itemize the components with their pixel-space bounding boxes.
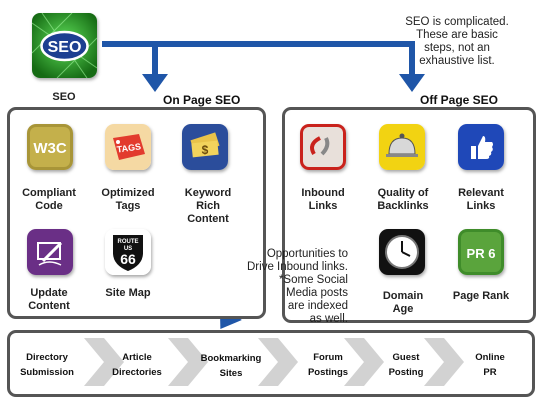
flow-step-online-pr: Online PR [475,352,505,378]
seo-logo-icon: SEO [32,13,97,78]
off-page-heading: Off Page SEO [420,93,499,107]
quality-backlinks-label: Quality of Backlinks [377,187,429,212]
tag-badge-text: TAGS [116,141,141,154]
flow-step-bookmarking: Bookmarking Sites [200,353,262,379]
domain-age-label: Domain Age [382,290,424,315]
opportunity-note: Opportunities to Drive Inbound links. *S… [247,248,348,325]
pagerank-badge-text: PR 6 [467,246,496,261]
seo-logo-label: SEO [52,91,76,103]
flow-chevrons [84,338,464,386]
money-icon: $ [182,124,228,170]
site-map-label: Site Map [105,287,151,299]
compliant-code-label: Compliant Code [22,187,76,212]
flow-step-forum: Forum Postings [307,352,349,378]
w3c-icon: W3C [27,124,73,170]
flow-step-article: Article Directories [112,352,162,378]
on-page-heading: On Page SEO [163,93,241,107]
seo-logo-text: SEO [48,39,82,56]
intro-note: SEO is complicated. These are basic step… [405,16,509,67]
link-icon [300,124,346,170]
edit-icon [27,229,73,275]
update-content-label: Update Content [28,287,70,312]
clock-icon [379,229,425,275]
w3c-badge-text: W3C [33,140,67,157]
page-rank-label: Page Rank [452,290,510,302]
pagerank-icon: PR 6 [458,229,504,275]
optimized-tags-label: Optimized Tags [101,187,155,212]
keyword-rich-content-label: Keyword Rich Content [184,187,232,225]
route-sign-top: ROUTE [118,239,139,245]
svg-text:$: $ [202,143,209,157]
route-sign-number: 66 [120,251,136,267]
relevant-links-label: Relevant Links [458,187,504,212]
flow-step-directory: Directory Submission [20,352,74,378]
thumbs-up-icon [458,124,504,170]
inbound-links-label: Inbound Links [301,187,345,212]
flow-step-guest: Guest Posting [388,352,424,378]
route-sign-icon: ROUTE US 66 [105,229,151,275]
route-sign-mid: US [124,246,132,252]
cloche-icon [379,124,425,170]
tag-icon: TAGS [105,124,151,170]
